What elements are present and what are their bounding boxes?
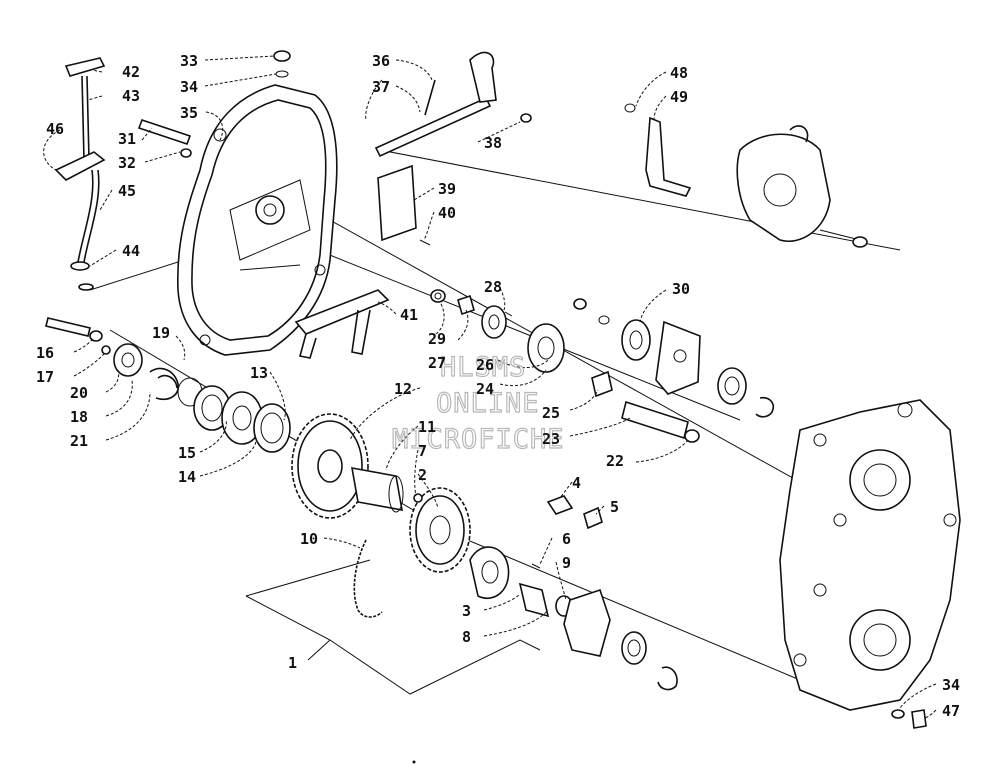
- shift-rod-assembly: [374, 51, 532, 158]
- plate-39-screw-40: [377, 164, 431, 246]
- chain-10: [353, 539, 383, 618]
- callout-14: 14: [178, 468, 196, 486]
- gearcase-housing: [779, 399, 961, 729]
- watermark-line-2: ONLINE: [436, 388, 540, 419]
- callout-32: 32: [118, 154, 136, 172]
- shift-lever-assembly: [54, 57, 106, 291]
- shift-fork-41: [294, 289, 390, 359]
- callout-19: 19: [152, 324, 170, 342]
- callout-4: 4: [572, 474, 581, 492]
- callout-15: 15: [178, 444, 196, 462]
- pins-4-5: [546, 495, 603, 530]
- callout-17: 17: [36, 368, 54, 386]
- callout-25: 25: [542, 404, 560, 422]
- callout-9: 9: [562, 554, 571, 572]
- callout-49: 49: [670, 88, 688, 106]
- callout-44: 44: [122, 242, 140, 260]
- bottom-dot: [412, 760, 416, 764]
- callout-5: 5: [610, 498, 619, 516]
- callout-10: 10: [300, 530, 318, 548]
- callout-42: 42: [122, 63, 140, 81]
- callout-43: 43: [122, 87, 140, 105]
- gear-24: [527, 323, 565, 373]
- callout-40: 40: [438, 204, 456, 222]
- callout-2: 2: [418, 466, 427, 484]
- lower-bearings: [563, 588, 678, 691]
- retainer-3-bearing-8: [469, 546, 573, 618]
- callout-6: 6: [562, 530, 571, 548]
- callout-16: 16: [36, 344, 54, 362]
- callout-8: 8: [462, 628, 471, 646]
- left-stack-16-21: [45, 317, 203, 407]
- callout-21: 21: [70, 432, 88, 450]
- callout-18: 18: [70, 408, 88, 426]
- callout-34-bottom: 34: [942, 676, 960, 694]
- callout-11: 11: [418, 418, 436, 436]
- callout-3: 3: [462, 602, 471, 620]
- callout-27: 27: [428, 354, 446, 372]
- sprocket-2: [409, 487, 471, 573]
- callout-34-top: 34: [180, 78, 198, 96]
- washers-27-29: [430, 289, 513, 339]
- callout-47: 47: [942, 702, 960, 720]
- callout-37: 37: [372, 78, 390, 96]
- watermark-line-1: HLSMS: [440, 352, 526, 383]
- callout-labels: 42 43 46 31 32 45 44 33 34 35 36 37 38 3…: [36, 52, 960, 720]
- callout-24: 24: [476, 380, 494, 398]
- shaft-23-spacer-25: [591, 370, 700, 443]
- callout-1-bracket: [245, 559, 541, 695]
- callout-22: 22: [606, 452, 624, 470]
- callout-31: 31: [118, 130, 136, 148]
- callout-39: 39: [438, 180, 456, 198]
- callout-7: 7: [418, 442, 427, 460]
- callout-33: 33: [180, 52, 198, 70]
- bolt-31-washer-32: [137, 118, 192, 158]
- callout-36: 36: [372, 52, 390, 70]
- callout-30: 30: [672, 280, 690, 298]
- watermark-line-3: MICROFICHE: [392, 424, 565, 455]
- callout-41: 41: [400, 306, 418, 324]
- leader-lines: [43, 55, 937, 719]
- callout-1: 1: [288, 654, 297, 672]
- bracket-48-49: [624, 103, 868, 248]
- hub-11: [351, 467, 404, 513]
- watermark: HLSMS ONLINE MICROFICHE: [391, 351, 565, 455]
- callout-12: 12: [394, 380, 412, 398]
- case-cover: [176, 84, 338, 356]
- callout-20: 20: [70, 384, 88, 402]
- callout-13: 13: [250, 364, 268, 382]
- callout-23: 23: [542, 430, 560, 448]
- sprocket-12: [291, 413, 369, 519]
- gear-30-assembly: [573, 298, 775, 418]
- callout-29: 29: [428, 330, 446, 348]
- callout-26: 26: [476, 356, 494, 374]
- callout-46: 46: [46, 120, 64, 138]
- clutch-plates-13-15: [193, 385, 291, 453]
- callout-38: 38: [484, 134, 502, 152]
- top-nut-parts: [273, 50, 291, 78]
- callout-48: 48: [670, 64, 688, 82]
- callout-35: 35: [180, 104, 198, 122]
- callout-45: 45: [118, 182, 136, 200]
- callout-28: 28: [484, 278, 502, 296]
